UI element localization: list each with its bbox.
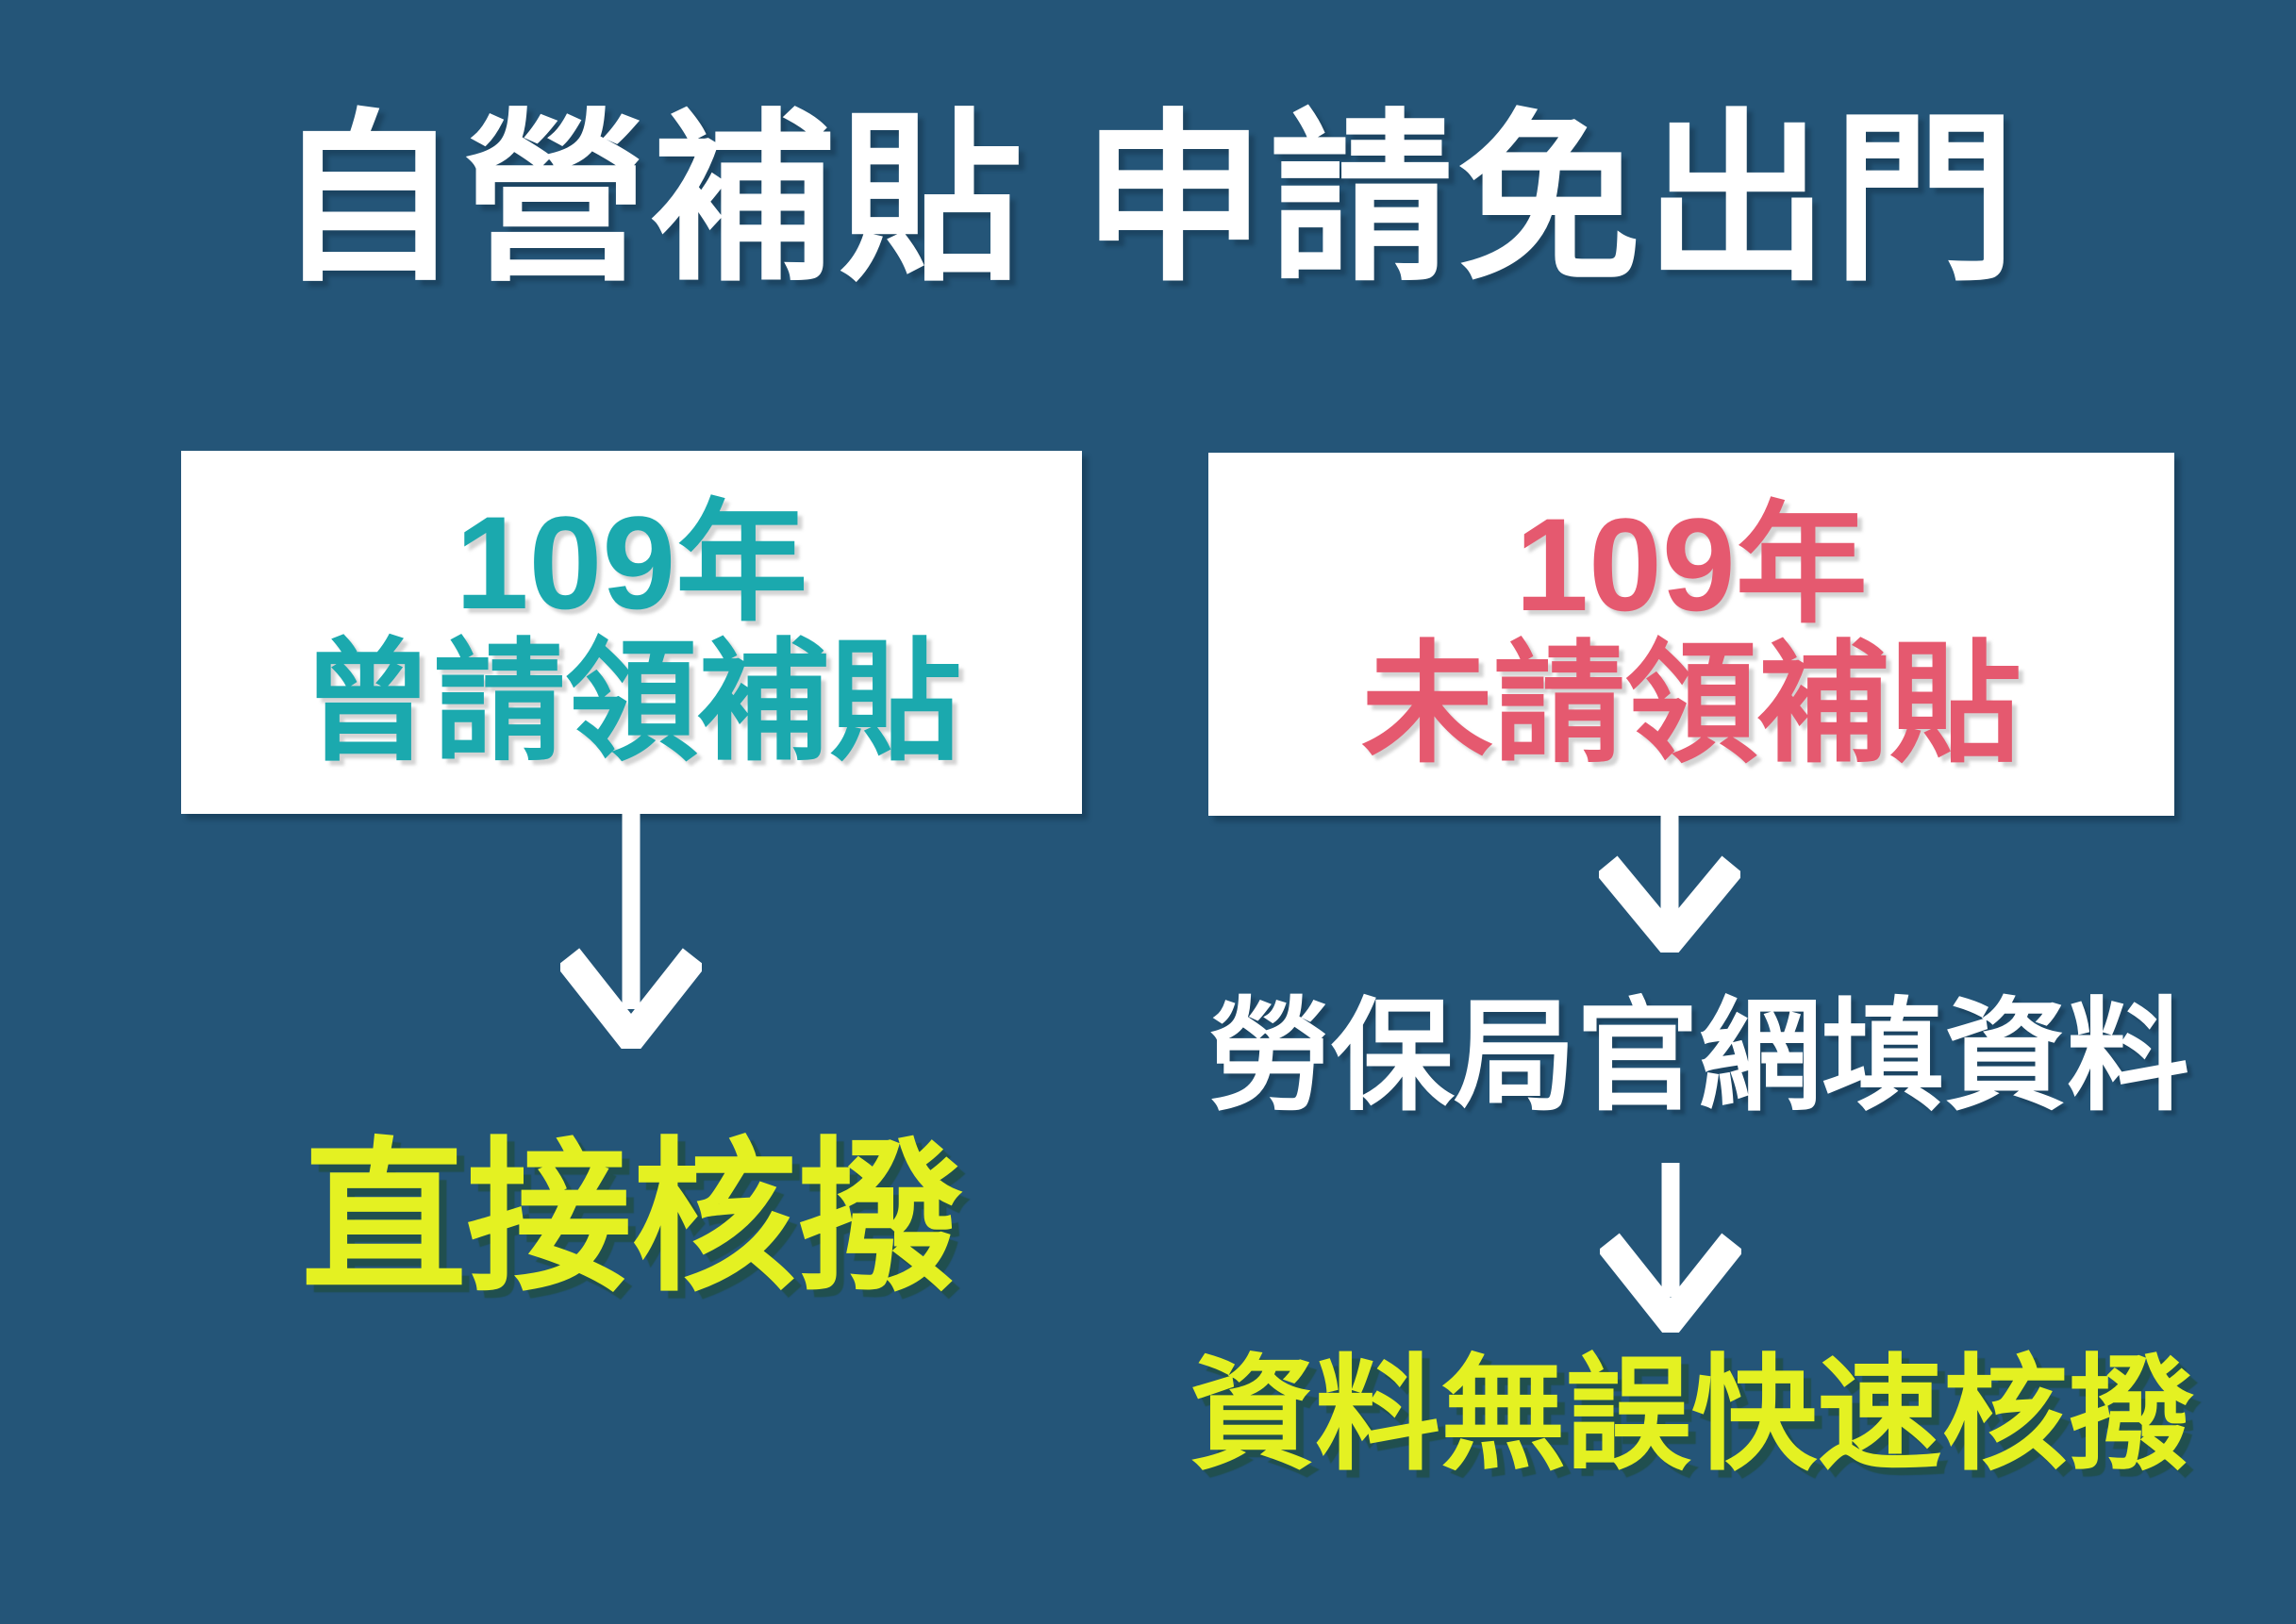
down-arrow-icon <box>560 813 702 1049</box>
left-box-label: 曾請領補貼 <box>301 627 962 776</box>
right-branch-box: 109年 未請領補貼 <box>1208 453 2174 816</box>
down-arrow-icon <box>1600 1163 1741 1333</box>
left-branch-box: 109年 曾請領補貼 <box>181 451 1082 814</box>
right-box-year: 109年 <box>1515 489 1868 638</box>
right-step-text: 勞保局官網填資料 <box>1208 987 2190 1125</box>
page-title: 自營補貼 申請免出門 <box>275 97 2021 303</box>
left-box-year: 109年 <box>455 488 808 637</box>
right-result-text: 資料無誤快速核撥 <box>1190 1346 2193 1485</box>
left-result-text: 直接核撥 <box>301 1127 962 1311</box>
down-arrow-icon <box>1599 816 1740 953</box>
right-box-label: 未請領補貼 <box>1360 629 2021 778</box>
